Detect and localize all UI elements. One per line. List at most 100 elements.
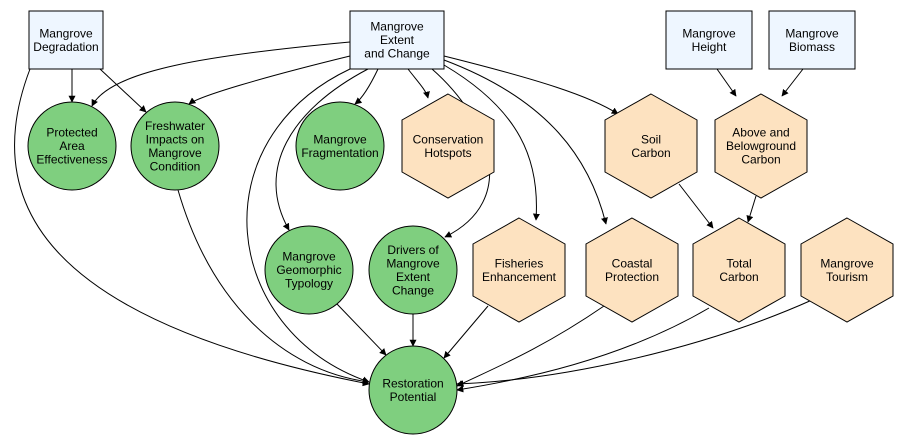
node-label-line: Above and bbox=[732, 126, 789, 140]
edge-mangrove-tourism-to-restoration-potential bbox=[456, 299, 813, 388]
node-shape-hexagon bbox=[585, 217, 679, 323]
node-label-line: Typology bbox=[285, 277, 333, 291]
edge-mangrove-extent-change-to-geomorphic-typology bbox=[275, 68, 369, 231]
node-label-line: Mangrove bbox=[386, 256, 440, 270]
node-label-line: Mangrove bbox=[39, 26, 93, 40]
node-label-line: Potential bbox=[390, 390, 437, 404]
edge-mangrove-degradation-to-restoration-potential bbox=[13, 68, 370, 387]
node-label-line: Extent bbox=[396, 270, 431, 284]
node-label-line: Carbon bbox=[719, 270, 758, 284]
edge-geomorphic-typology-to-restoration-potential bbox=[336, 303, 387, 356]
node-label-line: Geomorphic bbox=[276, 263, 341, 277]
edge-mangrove-extent-change-to-restoration-potential bbox=[246, 68, 370, 384]
edge-mangrove-degradation-to-freshwater-impacts bbox=[99, 68, 147, 113]
edges-layer bbox=[13, 41, 813, 393]
node-label-line: Restoration bbox=[382, 376, 443, 390]
node-label-line: Condition bbox=[150, 159, 201, 173]
edge-mangrove-extent-change-to-protected-area bbox=[91, 41, 351, 107]
node-shape-hexagon bbox=[401, 93, 495, 199]
node-label-line: Total bbox=[726, 256, 751, 270]
node-label-line: Protected bbox=[46, 126, 97, 140]
edge-soil-carbon-to-total-carbon bbox=[678, 183, 714, 229]
node-label-line: Protection bbox=[605, 270, 659, 284]
node-label-line: Impacts on bbox=[146, 132, 205, 146]
node-shape-circle bbox=[130, 101, 220, 191]
node-shape-circle bbox=[368, 225, 458, 315]
node-label-line: Hotspots bbox=[424, 146, 471, 160]
edge-mangrove-extent-change-to-fisheries-enhancement bbox=[443, 64, 540, 221]
node-label-line: Change bbox=[392, 283, 434, 297]
node-shape-hexagon bbox=[692, 217, 786, 323]
edge-mangrove-extent-change-to-freshwater-impacts bbox=[188, 55, 351, 105]
node-label-line: Fragmentation bbox=[301, 146, 378, 160]
node-label-line: Enhancement bbox=[482, 270, 557, 284]
edge-above-below-carbon-to-total-carbon bbox=[746, 195, 757, 223]
node-label-line: Fisheries bbox=[495, 256, 544, 270]
edge-coastal-protection-to-restoration-potential bbox=[456, 305, 605, 387]
node-label-line: Mangrove bbox=[682, 26, 736, 40]
node-shape-circle bbox=[264, 225, 354, 315]
node-shape-box bbox=[665, 10, 753, 70]
node-label-line: Height bbox=[692, 40, 727, 54]
edge-mangrove-biomass-to-above-below-carbon bbox=[781, 68, 804, 97]
edge-total-carbon-to-restoration-potential bbox=[456, 307, 710, 393]
node-label-line: Extent bbox=[380, 33, 415, 47]
node-label-line: and Change bbox=[364, 47, 430, 61]
node-label-line: Mangrove bbox=[313, 132, 367, 146]
node-label-line: Biomass bbox=[789, 40, 835, 54]
node-label-line: Mangrove bbox=[820, 256, 874, 270]
node-label-line: Conservation bbox=[413, 132, 484, 146]
node-shape-box bbox=[28, 10, 104, 70]
node-label-line: Tourism bbox=[826, 270, 868, 284]
edge-mangrove-extent-change-to-soil-carbon bbox=[443, 55, 619, 115]
node-label-line: Coastal bbox=[612, 256, 653, 270]
edge-freshwater-impacts-to-restoration-potential bbox=[177, 189, 370, 385]
node-label-line: Mangrove bbox=[785, 26, 839, 40]
node-shape-circle bbox=[368, 345, 458, 435]
node-label-line: Mangrove bbox=[282, 250, 336, 264]
node-label-line: Soil bbox=[641, 132, 661, 146]
node-label-line: Drivers of bbox=[387, 243, 439, 257]
node-label-line: Belowground bbox=[726, 139, 796, 153]
node-shape-hexagon bbox=[472, 217, 566, 323]
node-label-line: Mangrove bbox=[148, 146, 202, 160]
node-label-line: Area bbox=[59, 139, 85, 153]
node-label-line: Effectiveness bbox=[36, 153, 107, 167]
node-label-line: Carbon bbox=[631, 146, 670, 160]
edge-mangrove-height-to-above-below-carbon bbox=[716, 68, 737, 97]
node-shape-hexagon bbox=[714, 93, 808, 199]
node-shape-circle bbox=[295, 101, 385, 191]
node-shape-hexagon bbox=[604, 93, 698, 199]
node-shape-box bbox=[768, 10, 856, 70]
node-label-line: Degradation bbox=[33, 40, 98, 54]
edge-mangrove-extent-change-to-fragmentation bbox=[354, 68, 379, 105]
node-shape-circle bbox=[27, 101, 117, 191]
node-label-line: Carbon bbox=[741, 153, 780, 167]
node-shape-hexagon bbox=[800, 217, 894, 323]
edge-fisheries-enhancement-to-restoration-potential bbox=[443, 305, 489, 359]
edge-mangrove-extent-change-to-conservation-hotspots bbox=[407, 68, 430, 99]
node-label-line: Mangrove bbox=[370, 20, 424, 34]
node-shape-box bbox=[349, 10, 445, 70]
edge-mangrove-extent-change-to-coastal-protection bbox=[443, 59, 608, 225]
node-label-line: Freshwater bbox=[145, 119, 205, 133]
